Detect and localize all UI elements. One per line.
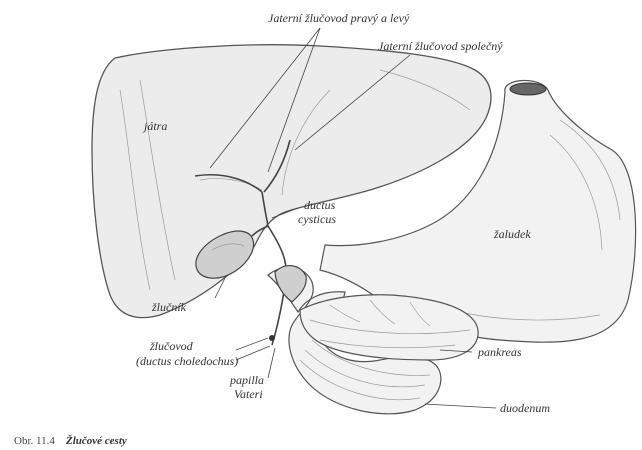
- label-liver: játra: [142, 119, 167, 133]
- label-papilla-line2: Vateri: [234, 387, 263, 401]
- label-pancreas: pankreas: [477, 345, 522, 359]
- caption-title: Žlučové cesty: [65, 435, 127, 447]
- label-cystic-duct-line1: ductus: [304, 198, 336, 212]
- label-bile-duct-line1: žlučovod: [149, 339, 194, 353]
- label-bile-duct-line2: (ductus choledochus): [136, 354, 238, 368]
- label-stomach: žaludek: [493, 227, 531, 241]
- label-cystic-duct-line2: cysticus: [298, 212, 336, 226]
- caption-number: Obr. 11.4: [14, 435, 55, 447]
- label-papilla-line1: papilla: [229, 373, 264, 387]
- label-hepatic-ducts: Jaterní žlučovod pravý a levý: [268, 11, 410, 25]
- label-duodenum: duodenum: [500, 401, 550, 415]
- label-gallbladder: žlučník: [151, 300, 187, 314]
- label-common-hepatic-duct: Jaterní žlučovod společný: [378, 39, 503, 53]
